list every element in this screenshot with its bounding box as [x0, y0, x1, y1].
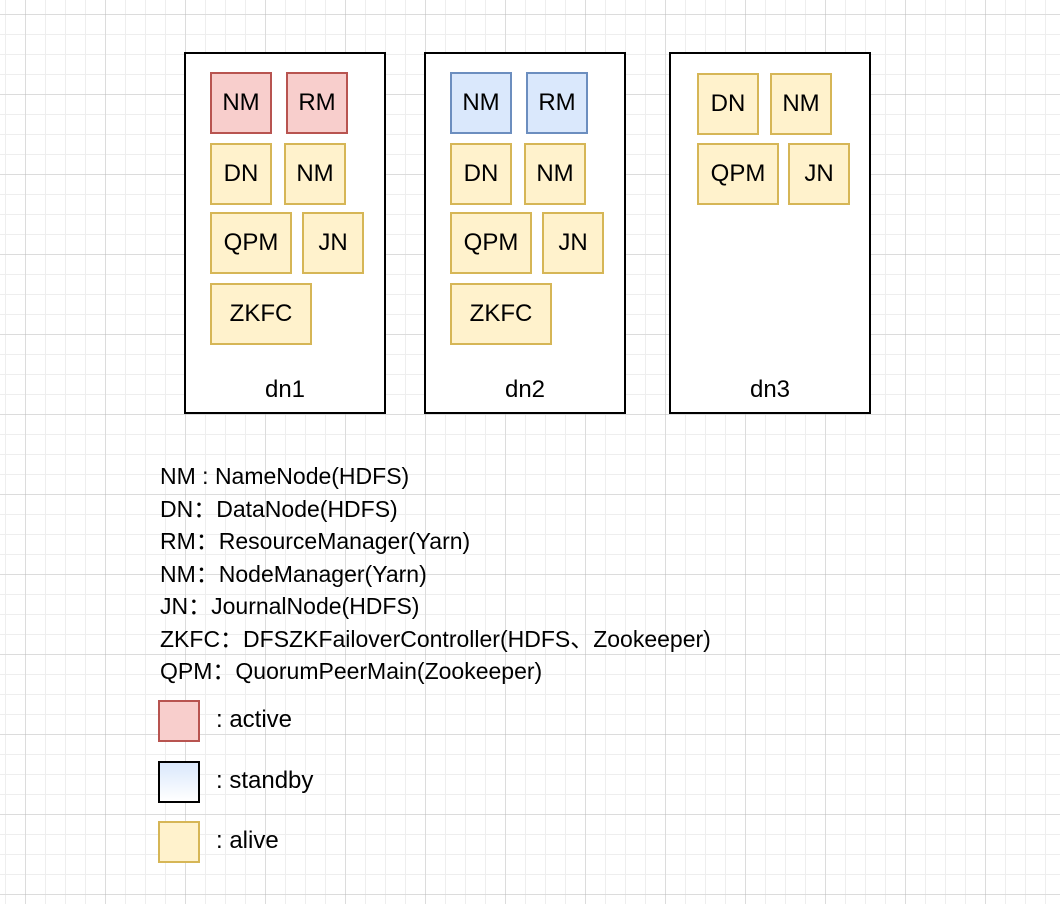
description-zkfc: ZKFC：DFSZKFailoverController(HDFS、Zookee…: [160, 625, 711, 652]
process-datanode[interactable]: DN: [210, 143, 272, 205]
legend-label-standby: : standby: [216, 767, 314, 794]
process-nodemanager[interactable]: NM: [770, 73, 832, 135]
process-namenode-standby[interactable]: NM: [450, 72, 512, 134]
description-resourcemanager: RM：ResourceManager(Yarn): [160, 528, 471, 554]
description-namenode: NM : NameNode(HDFS): [160, 463, 410, 489]
process-journalnode[interactable]: JN: [302, 212, 364, 274]
process-datanode[interactable]: DN: [697, 73, 759, 135]
process-namenode-active[interactable]: NM: [210, 72, 272, 134]
process-quorumpeermain[interactable]: QPM: [697, 143, 779, 205]
legend-swatch-alive: [158, 821, 200, 863]
node-dn3[interactable]: DN NM QPM JN dn3: [669, 52, 871, 414]
legend-label-alive: : alive: [216, 827, 279, 854]
process-nodemanager[interactable]: NM: [524, 143, 586, 205]
legend-swatch-active: [158, 700, 200, 742]
process-zkfc[interactable]: ZKFC: [450, 283, 552, 345]
legend-swatch-standby: [158, 761, 200, 803]
node-dn1[interactable]: NM RM DN NM QPM JN ZKFC dn1: [184, 52, 386, 414]
process-resourcemanager-active[interactable]: RM: [286, 72, 348, 134]
node-label: dn3: [749, 376, 791, 403]
process-journalnode[interactable]: JN: [542, 212, 604, 274]
description-quorumpeermain: QPM：QuorumPeerMain(Zookeeper): [160, 658, 543, 684]
process-quorumpeermain[interactable]: QPM: [210, 212, 292, 274]
node-dn2[interactable]: NM RM DN NM QPM JN ZKFC dn2: [424, 52, 626, 414]
description-nodemanager: NM：NodeManager(Yarn): [160, 560, 427, 587]
node-label: dn2: [504, 376, 546, 403]
process-resourcemanager-standby[interactable]: RM: [526, 72, 588, 134]
description-datanode: DN：DataNode(HDFS): [160, 495, 398, 522]
process-datanode[interactable]: DN: [450, 143, 512, 205]
process-journalnode[interactable]: JN: [788, 143, 850, 205]
process-nodemanager[interactable]: NM: [284, 143, 346, 205]
abbreviation-descriptions: NM : NameNode(HDFS) DN：DataNode(HDFS) RM…: [160, 460, 711, 688]
process-zkfc[interactable]: ZKFC: [210, 283, 312, 345]
node-label: dn1: [264, 376, 306, 403]
description-journalnode: JN：JournalNode(HDFS): [160, 593, 420, 619]
process-quorumpeermain[interactable]: QPM: [450, 212, 532, 274]
legend-label-active: : active: [216, 706, 293, 733]
